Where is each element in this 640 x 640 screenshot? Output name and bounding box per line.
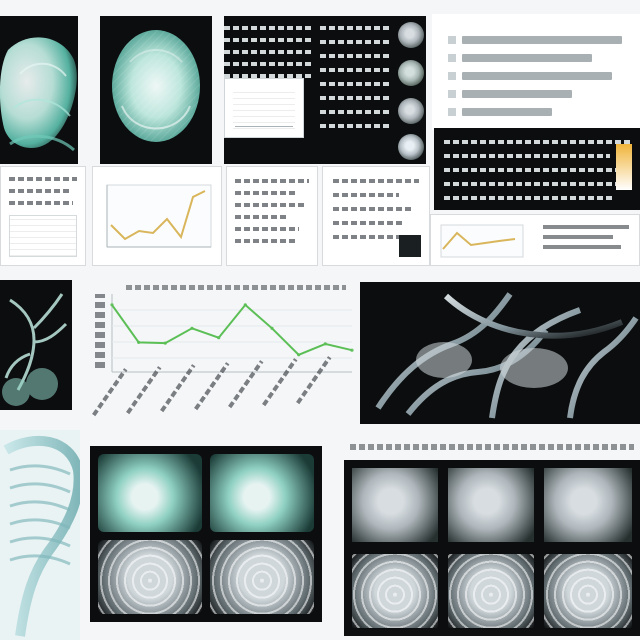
report-page-2-chart: [92, 166, 222, 266]
bar-chart-graphic: [448, 36, 622, 116]
chart-left-label-block: [92, 294, 108, 368]
right-slice-stack: [396, 16, 426, 164]
chart-top-label-block: [126, 282, 346, 292]
grid-slice-3: [98, 540, 202, 614]
3d-organ-illustration: [0, 16, 78, 164]
chart-point: [270, 326, 274, 330]
chart-point: [163, 341, 167, 345]
top-text-right-block: [320, 16, 390, 164]
chart-point: [190, 326, 194, 330]
ribcage-illustration: [3, 435, 80, 637]
chart-point: [217, 336, 221, 340]
chart-point: [323, 342, 327, 346]
chart-series-line: [111, 303, 353, 356]
left-bronchial-model-panel: [0, 280, 72, 410]
grid-slice-1: [98, 454, 202, 532]
slice-r1c2: [448, 468, 534, 542]
chart-point: [137, 340, 141, 344]
bottom-left-ribcage-panel: [0, 430, 80, 640]
slice-r1c3: [544, 468, 632, 542]
report-page-4: [322, 166, 430, 266]
top-text-left-block: [224, 16, 312, 164]
middle-report-strip: [0, 166, 430, 266]
line-chart: [110, 294, 354, 373]
bottom-right-slice-grid-panel: [344, 442, 640, 638]
chart-point: [297, 353, 301, 357]
chart-point: [350, 348, 354, 352]
mini-report-card: [224, 78, 304, 138]
slice-r2c1: [352, 554, 438, 628]
center-line-chart-panel: [86, 280, 356, 440]
top-center-ct-slice-panel: [100, 16, 212, 164]
slice-r2c2: [448, 554, 534, 628]
top-left-3d-organ-panel: [0, 16, 78, 164]
mini-line-chart: [106, 184, 212, 248]
slice-r1c1: [352, 468, 438, 542]
chart-marks: [110, 303, 354, 357]
chart-point: [243, 303, 247, 307]
chart-point: [110, 303, 114, 307]
report-page-3: [226, 166, 318, 266]
grid-slice-4: [210, 540, 314, 614]
bronchial-tree-illustration: [0, 280, 72, 410]
ct-slice-illustration: [100, 16, 212, 164]
top-right-bar-chart-panel: [432, 14, 640, 130]
report-page-1: [0, 166, 86, 266]
grid-slice-2: [210, 454, 314, 532]
small-color-legend: [616, 144, 632, 190]
slice-r2c3: [544, 554, 632, 628]
right-small-report-panel: [430, 214, 640, 266]
chart-axes: [111, 294, 352, 373]
bottom-right-header-block: [350, 444, 634, 450]
bottom-center-slice-grid-panel: [90, 446, 322, 622]
middle-right-black-page-panel: [434, 128, 640, 210]
chart-x-label-blocks: [86, 356, 356, 440]
anatomy-render-illustration: [360, 282, 640, 424]
right-small-chart: [440, 224, 629, 258]
right-anatomy-render-panel: [360, 282, 640, 424]
top-text-thumbnails-panel: [224, 16, 426, 164]
